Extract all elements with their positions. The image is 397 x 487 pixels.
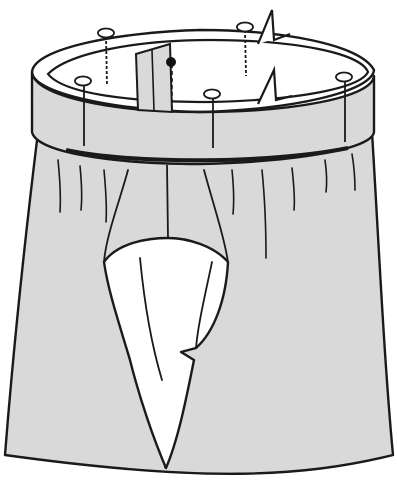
center-seam: [167, 165, 168, 238]
break-mark-top: [258, 10, 290, 44]
skirt-body: [5, 132, 393, 474]
marker-dot: [166, 57, 176, 67]
